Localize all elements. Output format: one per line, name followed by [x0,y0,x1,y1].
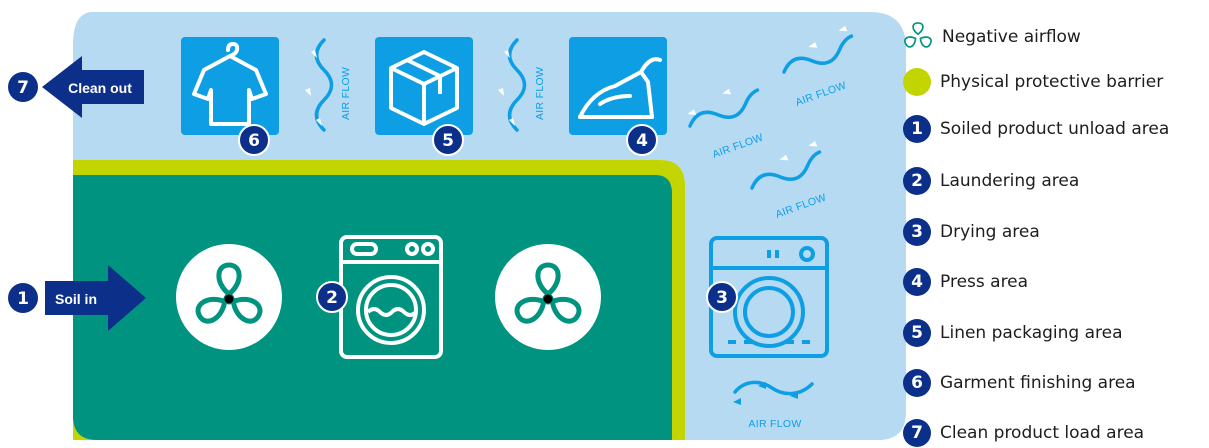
airflow-label: AIR FLOW [748,418,801,430]
legend-label: Soiled product unload area [940,119,1170,139]
legend-label: Drying area [940,222,1040,242]
legend-label: Laundering area [940,171,1080,191]
legend-label: Negative airflow [942,27,1081,47]
legend-number-badge: 1 [903,115,931,143]
legend-item-6: 6 Garment finishing area [903,368,1136,398]
legend-item-7: 7 Clean product load area [903,418,1144,448]
airflow-bottom: AIR FLOW [733,380,814,430]
legend-label: Clean product load area [940,423,1145,443]
dryer-icon [709,236,829,358]
soil-in-number-badge [8,283,38,313]
laundering-area: 2 [316,235,443,359]
fan-icon [904,22,932,48]
legend-number-badge: 6 [903,369,931,397]
fan-right [495,244,601,350]
legend-item-5: 5 Linen packaging area [903,318,1123,348]
legend-item-negative-airflow: Negative airflow [903,22,1081,52]
area-2-number: 2 [326,288,338,308]
legend-label: Press area [940,272,1029,292]
clean-zone [73,12,906,440]
legend-item-4: 4 Press area [903,267,1028,297]
airflow-6-5: AIR FLOW [305,38,352,132]
soil-in-label: Soil in [55,291,97,307]
soil-in-number: 1 [17,289,29,309]
clean-out-number-badge [8,72,38,102]
legend-item-barrier: Physical protective barrier [903,67,1163,97]
legend-label: Linen packaging area [940,323,1123,343]
legend-number-badge: 4 [903,268,931,296]
package-box-icon [389,50,459,126]
clean-out-number: 7 [17,78,29,98]
legend-number-badge: 2 [903,167,931,195]
garment-finishing-area: 6 [181,37,279,156]
legend-label: Physical protective barrier [940,72,1164,92]
area-5-number: 5 [442,131,454,151]
press-area: 4 [569,37,667,156]
area-6-number: 6 [248,131,260,151]
barrier-dot [903,68,931,96]
airflow-5-4: AIR FLOW [498,38,546,132]
fan-left [176,244,282,350]
washing-machine-icon [339,235,443,359]
shirt-hanger-icon [192,42,268,126]
area-4-number: 4 [636,131,648,151]
iron-icon [578,57,662,119]
soil-in-arrow: 1 Soil in [8,265,146,331]
legend-label: Garment finishing area [940,373,1136,393]
legend-number-badge: 7 [903,419,931,447]
area-3-number: 3 [716,288,728,308]
legend-number-badge: 3 [903,218,931,246]
clean-out-arrow: 7 Clean out [8,56,144,118]
legend-item-2: 2 Laundering area [903,166,1079,196]
airflow-label: AIR FLOW [340,67,352,120]
clean-out-label: Clean out [68,80,132,96]
airflow-label: AIR FLOW [534,67,546,120]
legend-item-3: 3 Drying area [903,217,1040,247]
legend-number-badge: 5 [903,319,931,347]
drying-area: 3 [706,236,829,358]
legend-item-1: 1 Soiled product unload area [903,114,1169,144]
linen-packaging-area: 5 [375,37,473,156]
